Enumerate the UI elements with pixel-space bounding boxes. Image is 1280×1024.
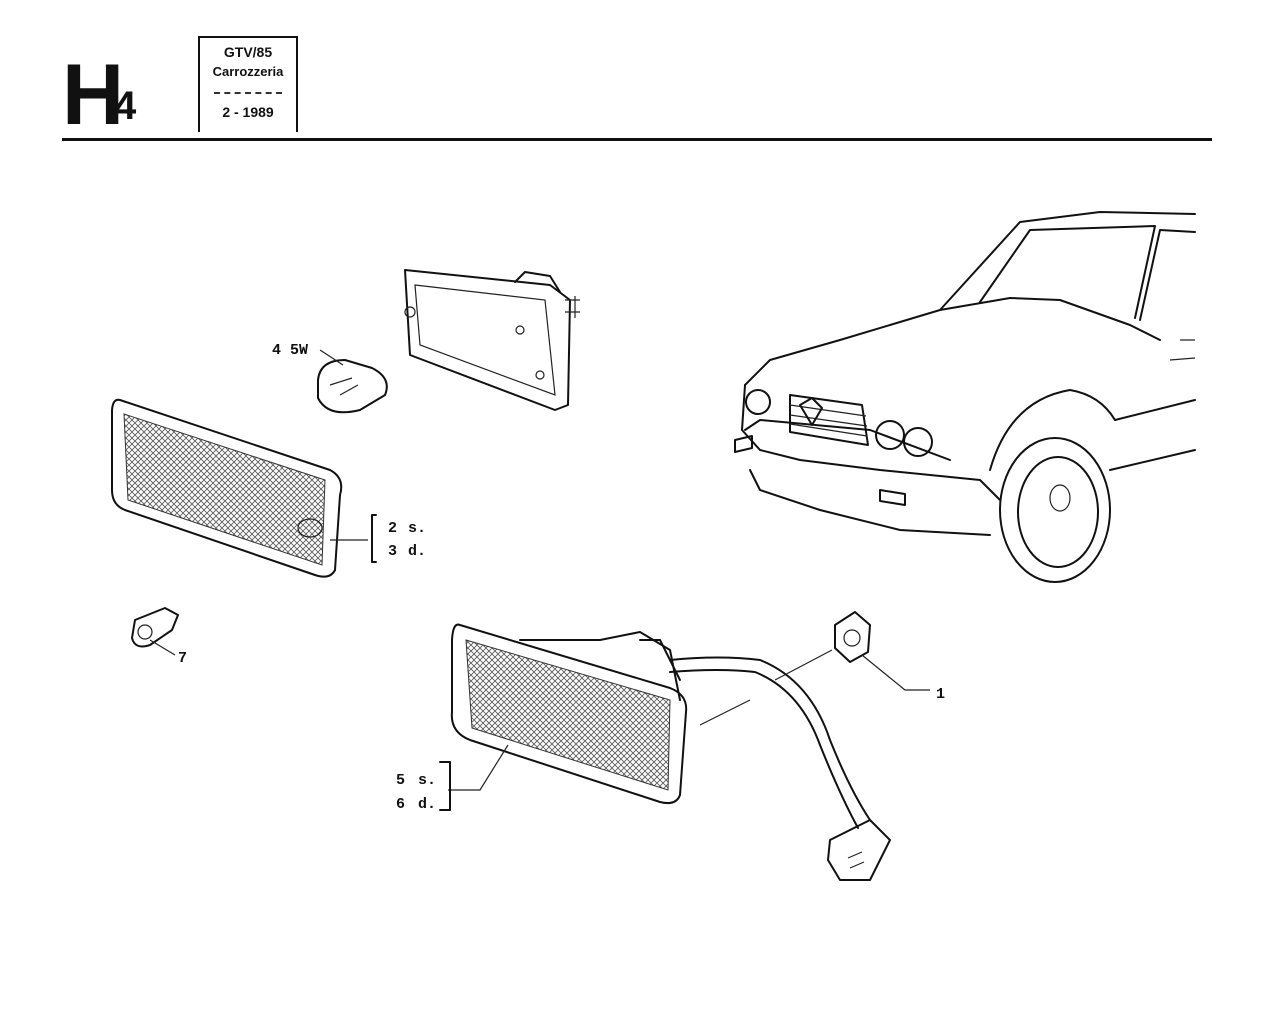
- page-code-letter: H: [62, 47, 124, 143]
- lens-left-side: s.: [408, 520, 426, 537]
- grommet-drawing: [834, 611, 930, 691]
- title-block: GTV/85 Carrozzeria 2 - 1989: [198, 36, 298, 132]
- lamp-left-number: 5: [396, 772, 405, 789]
- lamp-right-number: 6: [396, 796, 405, 813]
- header-rule: [62, 138, 1212, 141]
- page-code-number: 4: [114, 84, 137, 128]
- lamp-left-side: s.: [418, 772, 436, 789]
- bulb-drawing: [317, 349, 388, 414]
- car-front-drawing: [734, 211, 1196, 583]
- bulb-callout-spec: 5W: [290, 342, 308, 359]
- screw-callout-number: 7: [178, 650, 187, 667]
- front-lamp-drawing: [448, 623, 891, 881]
- lamp-right-side: d.: [418, 796, 436, 813]
- lens-right-side: d.: [408, 543, 426, 560]
- edition-date: 2 - 1989: [222, 104, 274, 120]
- bulb-callout-number: 4: [272, 342, 281, 359]
- section-name: Carrozzeria: [212, 64, 284, 79]
- lens-left-number: 2: [388, 520, 397, 537]
- model-name: GTV/85: [223, 44, 273, 60]
- screw-drawing: [131, 607, 179, 656]
- lens-drawing: [111, 398, 368, 578]
- lamp-housing-drawing: [404, 269, 580, 411]
- lens-right-number: 3: [388, 543, 397, 560]
- grommet-callout-number: 1: [936, 686, 945, 703]
- title-divider: [214, 92, 282, 94]
